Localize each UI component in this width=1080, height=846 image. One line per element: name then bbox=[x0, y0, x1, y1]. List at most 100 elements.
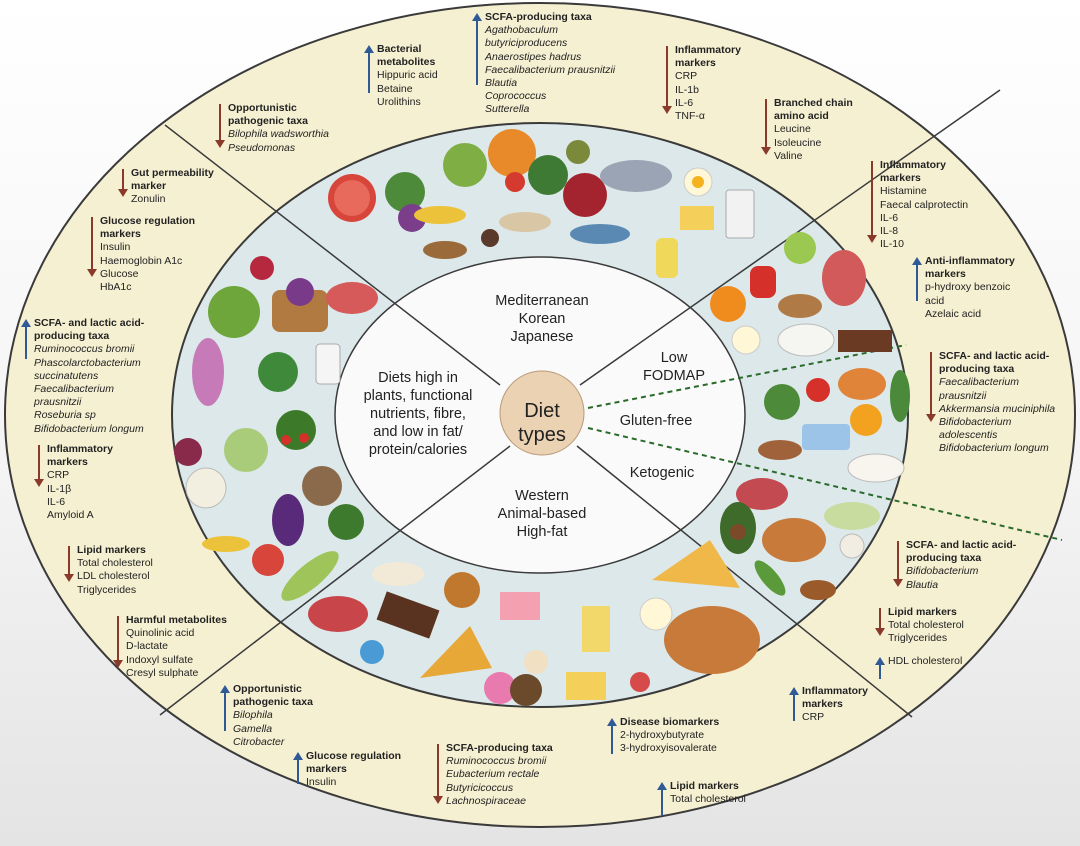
fish-icon bbox=[600, 160, 672, 192]
annotation-item: Valine bbox=[774, 149, 803, 162]
annotation-item: prausnitzii bbox=[34, 396, 82, 409]
ham-icon bbox=[736, 478, 788, 510]
annotation-title: Disease biomarkers bbox=[620, 716, 720, 728]
annotation-item: Ruminococcus bromii bbox=[34, 343, 135, 356]
donut-icon bbox=[484, 672, 516, 704]
annotation-item: Insulin bbox=[100, 241, 131, 254]
sweet-potato-icon bbox=[758, 440, 802, 460]
orange-icon bbox=[710, 286, 746, 322]
watermelon-slice-icon bbox=[252, 544, 284, 576]
annotation-item: Bilophila bbox=[233, 709, 273, 722]
annotation-title: Inflammatory markers bbox=[675, 44, 741, 70]
annotation-title: Branched chain amino acid bbox=[774, 97, 853, 123]
center-label: Diet types bbox=[518, 400, 566, 446]
tomato-plant-icon bbox=[276, 410, 316, 450]
pumpkin-icon bbox=[488, 129, 536, 177]
annotation-title: SCFA- and lactic acid- producing taxa bbox=[34, 317, 145, 343]
arrow-up-icon bbox=[874, 657, 886, 679]
annotation-item: Bifidobacterium longum bbox=[939, 442, 1049, 455]
annotation-item: IL-10 bbox=[880, 238, 904, 251]
annotation-item: 2-hydroxybutyrate bbox=[620, 729, 705, 742]
burger-icon bbox=[444, 572, 480, 608]
juice-glass-icon bbox=[582, 606, 610, 652]
arrow-down-icon bbox=[112, 616, 124, 668]
diet-group-mediterranean: Mediterranean Korean Japanese bbox=[495, 293, 589, 345]
egg-icon-3 bbox=[731, 325, 761, 355]
annotation-item: Butyricicoccus bbox=[446, 781, 514, 794]
arrow-down-icon bbox=[432, 744, 444, 804]
diet-group-low-fodmap: Low FODMAP bbox=[642, 350, 706, 384]
food-illustrations bbox=[174, 129, 910, 706]
annotation-title: SCFA-producing taxa bbox=[446, 742, 553, 754]
sardines-icon bbox=[570, 224, 630, 244]
annotation-item: Eubacterium rectale bbox=[446, 768, 540, 781]
tomato-icon bbox=[806, 378, 830, 402]
egg-icon-2 bbox=[639, 597, 673, 631]
annotation-item: Bifidobacterium bbox=[906, 565, 979, 578]
annotation-item: LDL cholesterol bbox=[77, 570, 150, 583]
center-disc bbox=[499, 370, 585, 456]
candy-icon bbox=[360, 640, 384, 664]
eggplant-icon bbox=[272, 494, 304, 546]
grape-basket-icon bbox=[272, 290, 328, 332]
pizza-slice-icon bbox=[420, 626, 492, 678]
annotation-item: Faecal calprotectin bbox=[880, 198, 969, 211]
lettuce-icon bbox=[443, 143, 487, 187]
annotation-item: HDL cholesterol bbox=[888, 655, 963, 667]
annotation-item: Faecalibacterium bbox=[34, 383, 114, 396]
arrow-up-icon bbox=[606, 718, 618, 754]
annotation-item: Total cholesterol bbox=[77, 557, 153, 570]
annotation-item: Sutterella bbox=[485, 103, 530, 116]
sector-dividers bbox=[159, 89, 1001, 718]
annotation-title: Glucose regulation markers bbox=[306, 750, 402, 776]
spinach-icon bbox=[258, 352, 298, 392]
banana-icon bbox=[202, 536, 250, 552]
annotation-title: Lipid markers bbox=[77, 544, 146, 556]
annotation-item: HbA1c bbox=[100, 281, 132, 294]
nuts-icon-2 bbox=[778, 294, 822, 318]
beans-icon bbox=[563, 173, 607, 217]
broccoli-icon-2 bbox=[764, 384, 800, 420]
diet-group-plant-based: Diets high in plants, functional nutrien… bbox=[363, 370, 473, 458]
orange-icon-2 bbox=[850, 404, 882, 436]
annotation-item: TNF-α bbox=[675, 110, 705, 123]
steak-icon bbox=[308, 596, 368, 632]
annotation-item: Histamine bbox=[880, 185, 927, 198]
roast-chicken-icon-2 bbox=[762, 518, 826, 562]
annotation-title: SCFA- and lactic acid- producing taxa bbox=[939, 350, 1050, 376]
annotation-item: Glucose bbox=[100, 267, 139, 280]
arrow-down-icon bbox=[892, 541, 904, 587]
annotation-item: Ruminococcus bromii bbox=[446, 755, 547, 768]
pepper-icon-2 bbox=[750, 266, 776, 298]
cucumber-icon bbox=[281, 551, 339, 601]
leek-icon bbox=[192, 338, 224, 406]
arrow-up-icon bbox=[471, 13, 483, 85]
bananas-icon bbox=[414, 206, 466, 224]
donut-icon-3 bbox=[524, 650, 548, 674]
annotation-item: Bilophila wadsworthia bbox=[228, 128, 329, 141]
arrow-down-icon bbox=[33, 445, 45, 487]
annotation-item: 3-hydroxyisovalerate bbox=[620, 742, 717, 755]
annotation-item: adolescentis bbox=[939, 429, 998, 442]
annotation-title: Opportunistic pathogenic taxa bbox=[228, 102, 308, 128]
arrow-up-icon bbox=[219, 685, 231, 731]
annotation-title: SCFA- and lactic acid- producing taxa bbox=[906, 539, 1017, 565]
annotation-title: Inflammatory markers bbox=[880, 159, 946, 185]
peas-icon bbox=[754, 560, 786, 596]
arrow-up-icon bbox=[911, 257, 923, 301]
annotation-item: Bifidobacterium longum bbox=[34, 422, 144, 435]
annotation-item: Indoxyl sulfate bbox=[126, 653, 194, 666]
annotation-item: Agathobaculum bbox=[485, 24, 558, 37]
annotation-title: Opportunistic pathogenic taxa bbox=[233, 683, 313, 709]
onion-icon bbox=[174, 438, 202, 466]
